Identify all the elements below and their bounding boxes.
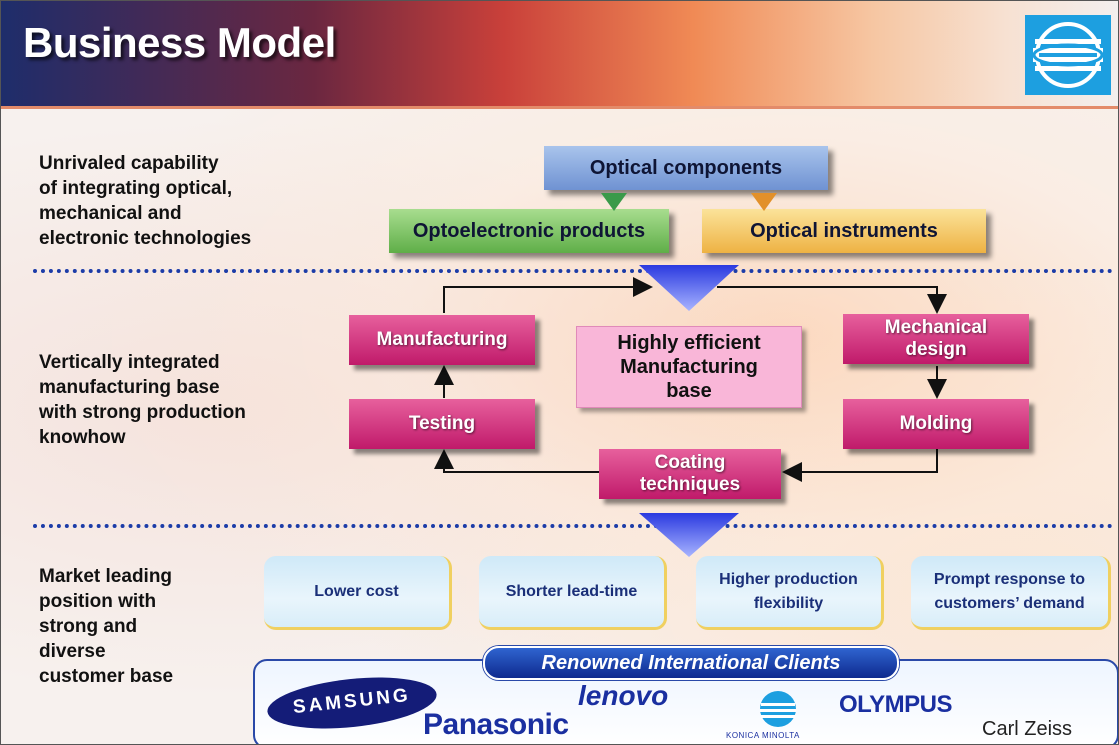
section1-label-line: electronic technologies: [39, 228, 252, 249]
mechanical-design-label-line: Mechanical: [884, 317, 988, 338]
advantage-production-flexibility: Higher production flexibility: [696, 556, 884, 630]
big-down-arrow-icon: [639, 265, 739, 311]
section-divider: [33, 524, 1113, 528]
konica-minolta-logo-text: KONICA MINOLTA: [726, 731, 800, 740]
section3-label-line: customer base: [39, 666, 174, 687]
clients-banner-label: Renowned International Clients: [541, 651, 841, 674]
mechanical-design-box: Mechanical design: [843, 314, 1029, 364]
optical-instruments-box: Optical instruments: [702, 209, 986, 253]
clients-banner: Renowned International Clients: [483, 646, 899, 680]
olympus-logo: OLYMPUS: [839, 691, 952, 718]
manufacturing-box: Manufacturing: [349, 315, 535, 365]
section2-label-line: knowhow: [39, 427, 126, 448]
advantage-label: Shorter lead-time: [505, 582, 638, 600]
orange-down-arrow-icon: [751, 193, 777, 211]
section3-label-line: Market leading: [39, 566, 173, 587]
lenovo-logo: lenovo: [578, 680, 669, 711]
big-down-arrow-icon: [639, 513, 739, 557]
section1-label: Unrivaled capability of integrating opti…: [39, 151, 251, 251]
konica-minolta-globe-icon: [1025, 15, 1111, 95]
slide-title: Business Model: [23, 19, 336, 66]
manufacturing-base-box: Highly efficient Manufacturing base: [576, 326, 802, 408]
advantage-shorter-lead-time: Shorter lead-time: [479, 556, 667, 630]
testing-box: Testing: [349, 399, 535, 449]
advantage-label-line: flexibility: [753, 594, 824, 612]
advantage-lower-cost: Lower cost: [264, 556, 452, 630]
section2-label: Vertically integrated manufacturing base…: [39, 350, 246, 450]
green-down-arrow-icon: [601, 193, 627, 211]
optical-components-box: Optical components: [544, 146, 828, 190]
optoelectronic-products-label: Optoelectronic products: [412, 219, 646, 242]
optical-components-label: Optical components: [589, 156, 783, 179]
coating-label-line: techniques: [639, 474, 741, 495]
manufacturing-base-line: base: [666, 380, 712, 402]
section3-label-line: diverse: [39, 641, 106, 662]
section3-label-line: position with: [39, 591, 157, 612]
advantage-prompt-response: Prompt response to customers’ demand: [911, 556, 1111, 630]
optical-instruments-label: Optical instruments: [750, 219, 938, 242]
advantage-label: Lower cost: [314, 582, 399, 600]
molding-label: Molding: [899, 413, 973, 434]
advantage-label-line: Prompt response to: [933, 570, 1086, 588]
konica-minolta-logo-icon: [755, 689, 801, 729]
section1-label-line: of integrating optical,: [39, 178, 233, 199]
advantage-label-line: Higher production: [719, 570, 858, 588]
manufacturing-base-line: Highly efficient: [617, 332, 761, 354]
panasonic-logo: Panasonic: [423, 708, 569, 741]
coating-label-line: Coating: [654, 452, 726, 473]
manufacturing-base-line: Manufacturing: [620, 356, 758, 378]
section-divider: [33, 269, 1113, 273]
molding-box: Molding: [843, 399, 1029, 449]
section3-label: Market leading position with strong and …: [39, 564, 173, 689]
section2-label-line: with strong production: [39, 402, 246, 423]
section3-label-line: strong and: [39, 616, 138, 637]
advantage-label-line: customers’ demand: [934, 594, 1085, 612]
carl-zeiss-logo: Carl Zeiss: [982, 718, 1073, 740]
mechanical-design-label-line: design: [905, 339, 967, 360]
manufacturing-label: Manufacturing: [376, 329, 508, 350]
optoelectronic-products-box: Optoelectronic products: [389, 209, 669, 253]
section2-label-line: manufacturing base: [39, 377, 220, 398]
testing-label: Testing: [408, 413, 476, 434]
section1-label-line: mechanical and: [39, 203, 182, 224]
title-bar-underline: [1, 106, 1118, 109]
coating-techniques-box: Coating techniques: [599, 449, 781, 499]
title-bar: [1, 1, 1118, 106]
section1-label-line: Unrivaled capability: [39, 153, 219, 174]
section2-label-line: Vertically integrated: [39, 352, 220, 373]
